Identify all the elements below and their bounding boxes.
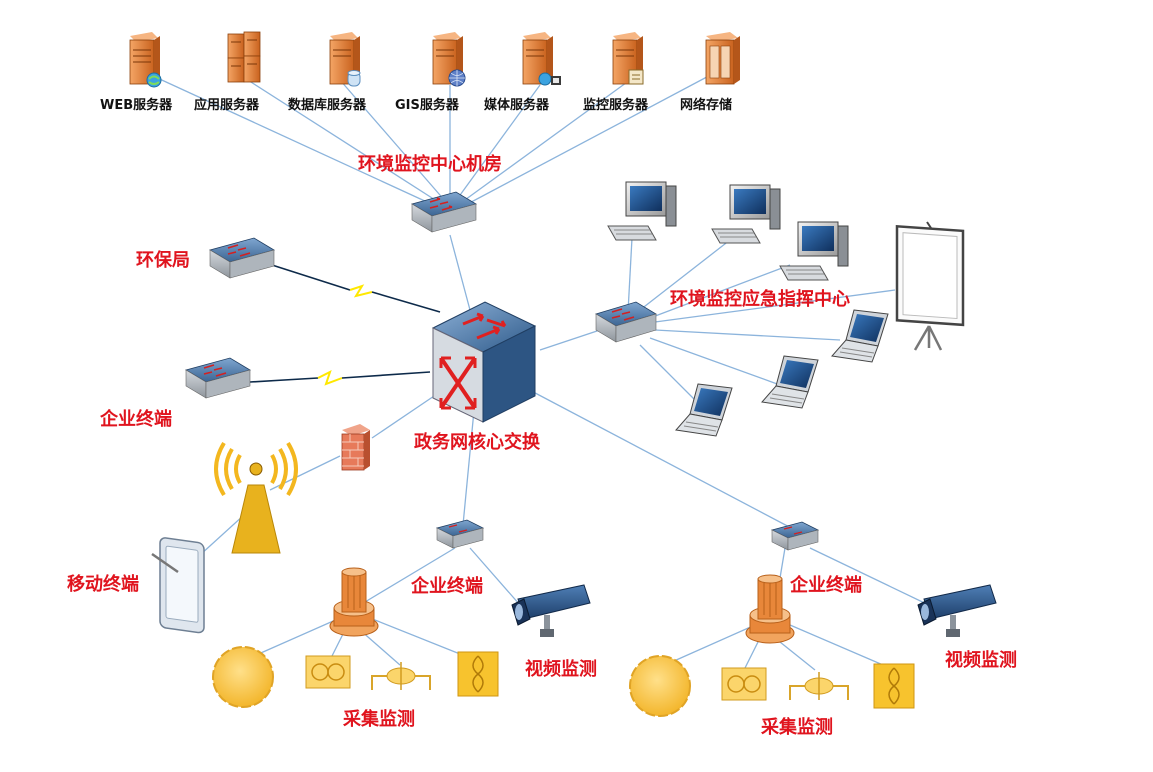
server-label-media: 媒体服务器 bbox=[484, 97, 550, 113]
core-switch-icon bbox=[431, 301, 537, 423]
sensor-disc-mid[interactable] bbox=[212, 646, 274, 708]
enterprise-terminal-right-label: 企业终端 bbox=[789, 574, 862, 596]
firewall-icon bbox=[341, 424, 370, 471]
collection-right-label: 采集监测 bbox=[760, 716, 833, 738]
database-server-icon bbox=[329, 32, 361, 87]
flow-meter-icon bbox=[305, 655, 351, 689]
monitoring-server[interactable] bbox=[612, 32, 644, 85]
server-label-monitoring: 监控服务器 bbox=[583, 97, 649, 113]
desktop-computer-3[interactable] bbox=[779, 221, 849, 281]
desktop-computer-1[interactable] bbox=[607, 181, 677, 241]
laptop-3[interactable] bbox=[675, 383, 733, 437]
media-server[interactable] bbox=[522, 32, 561, 86]
sensor-fan-mid[interactable] bbox=[457, 651, 499, 697]
enterprise-terminal-mid-switch[interactable] bbox=[435, 519, 485, 549]
network-storage-icon bbox=[705, 32, 740, 85]
video-camera-right[interactable] bbox=[917, 584, 997, 637]
web-server-icon bbox=[129, 32, 162, 88]
mobile-terminal-device[interactable] bbox=[151, 537, 205, 634]
round-sensor-icon bbox=[629, 655, 691, 717]
database-server[interactable] bbox=[329, 32, 361, 87]
enterprise-terminal-right-switch[interactable] bbox=[770, 521, 820, 551]
laptop-1[interactable] bbox=[831, 309, 889, 363]
server-label-application: 应用服务器 bbox=[194, 97, 260, 113]
desktop-computer-icon bbox=[711, 184, 781, 244]
environmental-bureau-switch[interactable] bbox=[208, 237, 276, 279]
media-server-icon bbox=[522, 32, 561, 86]
desktop-computer-2[interactable] bbox=[711, 184, 781, 244]
collection-mid-label: 采集监测 bbox=[342, 708, 415, 730]
data-center-label: 环境监控中心机房 bbox=[358, 153, 502, 175]
fan-sensor-icon bbox=[457, 651, 499, 697]
switch-icon bbox=[208, 237, 276, 279]
server-label-gis: GIS服务器 bbox=[395, 97, 460, 113]
node-labels: 环境监控中心机房 环保局 企业终端 移动终端 政务网核心交换 环境监控应急指挥中… bbox=[67, 153, 1017, 738]
monitoring-server-icon bbox=[612, 32, 644, 85]
server-label-database: 数据库服务器 bbox=[288, 97, 367, 113]
video-camera-mid[interactable] bbox=[511, 584, 591, 637]
desktop-computer-icon bbox=[607, 181, 677, 241]
application-server[interactable] bbox=[227, 31, 261, 83]
projection-screen-icon bbox=[895, 221, 965, 351]
connection-lines bbox=[139, 69, 936, 671]
command-center-switch[interactable] bbox=[595, 301, 657, 343]
sensor-valve-mid[interactable] bbox=[371, 662, 431, 690]
environmental-bureau-label: 环保局 bbox=[136, 249, 190, 271]
gis-server-icon bbox=[432, 32, 466, 87]
laptop-icon bbox=[675, 383, 733, 437]
fan-sensor-icon bbox=[873, 663, 915, 709]
laptop-icon bbox=[831, 309, 889, 363]
data-collector-mid[interactable] bbox=[329, 567, 379, 637]
switch-icon bbox=[184, 357, 252, 399]
core-switch[interactable] bbox=[431, 301, 537, 423]
switch-icon bbox=[770, 521, 820, 551]
application-server-icon bbox=[227, 31, 261, 83]
antenna-icon bbox=[214, 441, 298, 554]
web-server[interactable] bbox=[129, 32, 162, 88]
data-center-switch[interactable] bbox=[410, 191, 478, 233]
tablet-icon bbox=[151, 537, 205, 634]
data-collector-icon bbox=[745, 574, 795, 644]
camera-icon bbox=[511, 584, 591, 637]
valve-icon bbox=[371, 662, 431, 690]
sensor-meter-right[interactable] bbox=[721, 667, 767, 701]
switch-icon bbox=[595, 301, 657, 343]
wireless-base-station[interactable] bbox=[214, 441, 298, 554]
desktop-computer-icon bbox=[779, 221, 849, 281]
data-collector-right[interactable] bbox=[745, 574, 795, 644]
sensor-valve-right[interactable] bbox=[789, 672, 849, 700]
mobile-terminal-label: 移动终端 bbox=[67, 573, 139, 595]
firewall[interactable] bbox=[341, 424, 370, 471]
sensor-disc-right[interactable] bbox=[629, 655, 691, 717]
enterprise-terminal-left-label: 企业终端 bbox=[99, 408, 172, 430]
video-monitoring-right-label: 视频监测 bbox=[945, 649, 1017, 671]
switch-icon bbox=[410, 191, 478, 233]
laptop-2[interactable] bbox=[761, 355, 819, 409]
switch-icon bbox=[435, 519, 485, 549]
enterprise-terminal-mid-label: 企业终端 bbox=[410, 575, 483, 597]
core-switch-label: 政务网核心交换 bbox=[414, 431, 541, 453]
video-monitoring-mid-label: 视频监测 bbox=[525, 658, 597, 680]
sensor-fan-right[interactable] bbox=[873, 663, 915, 709]
data-collector-icon bbox=[329, 567, 379, 637]
enterprise-terminal-left-switch[interactable] bbox=[184, 357, 252, 399]
server-label-web: WEB服务器 bbox=[100, 97, 173, 113]
round-sensor-icon bbox=[212, 646, 274, 708]
gis-server[interactable] bbox=[432, 32, 466, 87]
laptop-icon bbox=[761, 355, 819, 409]
flow-meter-icon bbox=[721, 667, 767, 701]
server-label-storage: 网络存储 bbox=[680, 97, 732, 113]
camera-icon bbox=[917, 584, 997, 637]
projection-screen[interactable] bbox=[895, 221, 965, 351]
valve-icon bbox=[789, 672, 849, 700]
network-storage[interactable] bbox=[705, 32, 740, 85]
command-center-label: 环境监控应急指挥中心 bbox=[670, 288, 850, 310]
sensor-meter-mid[interactable] bbox=[305, 655, 351, 689]
server-labels: WEB服务器 应用服务器 数据库服务器 GIS服务器 媒体服务器 监控服务器 网… bbox=[100, 97, 732, 113]
